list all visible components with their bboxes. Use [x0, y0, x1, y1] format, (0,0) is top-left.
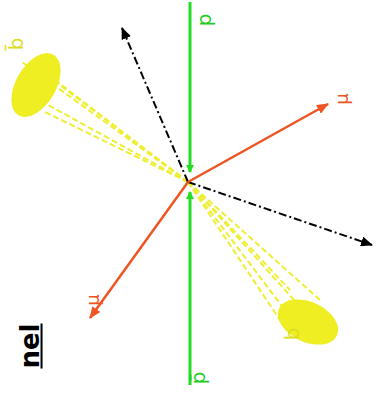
muon-arrow [188, 104, 328, 182]
beam-label: p [194, 13, 214, 26]
title-fragment: nel [17, 324, 43, 369]
jet-label: b̄ [6, 37, 26, 50]
jet-ellipse [1, 45, 71, 126]
jet-cone [22, 62, 330, 340]
missing-energy-arrow [122, 28, 188, 182]
missing-energy-arrow [188, 182, 372, 245]
muon-label: μ [333, 94, 351, 105]
beam-label: p̄ [188, 371, 208, 384]
muon-label: μ [84, 295, 102, 306]
beam-line [189, 2, 192, 172]
muon-arrow [90, 182, 188, 318]
jet-label: b [282, 327, 302, 340]
jet-ellipse [271, 290, 346, 353]
beam-line [189, 192, 192, 385]
